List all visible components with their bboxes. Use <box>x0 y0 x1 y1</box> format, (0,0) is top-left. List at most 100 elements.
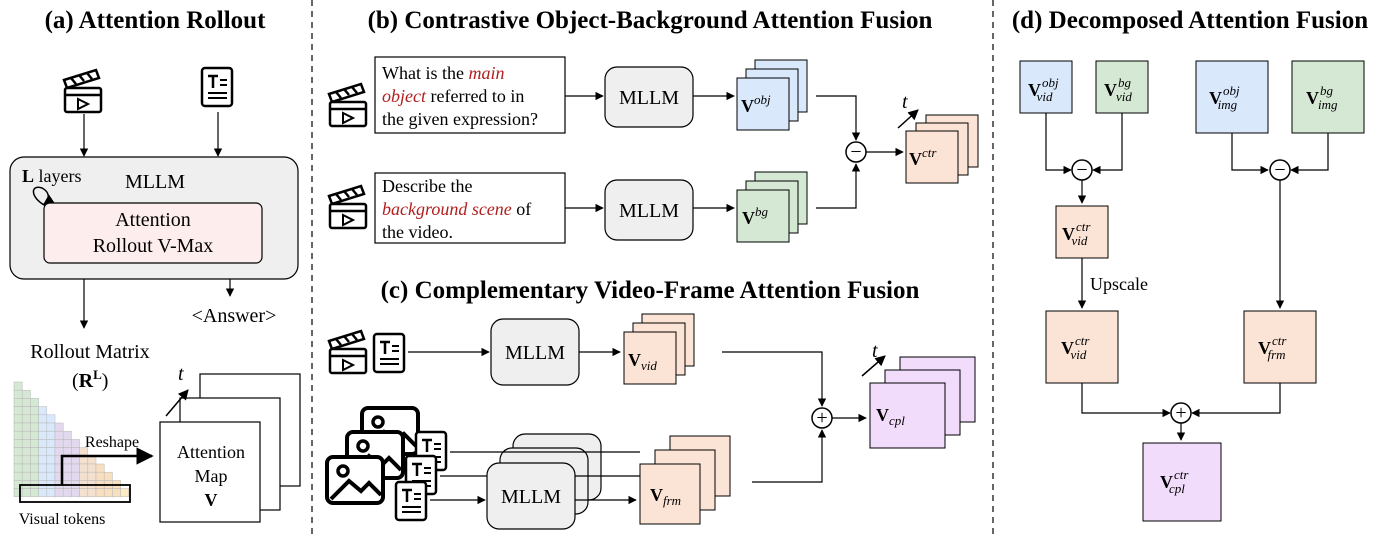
matrix-cell <box>95 463 105 473</box>
matrix-cell <box>62 430 72 440</box>
matrix-cell <box>38 422 48 432</box>
matrix-cell <box>54 422 64 432</box>
matrix-cell <box>62 463 72 473</box>
prompt-object-box <box>374 56 566 134</box>
matrix-cell <box>71 488 80 498</box>
d-minus-img-sign: − <box>1274 159 1285 181</box>
matrix-cell <box>87 463 97 473</box>
d-v-ctr-cpl-box <box>1142 442 1222 522</box>
t-axis-label-b: t <box>902 91 908 113</box>
matrix-cell <box>71 447 80 457</box>
v-cpl-label: Vcpl <box>876 405 905 428</box>
panel-c: (c) Complementary Video-Frame Attention … <box>325 277 976 530</box>
d-minus-vid-sign: − <box>1076 159 1087 181</box>
d-v-ctr-vid-box <box>1045 310 1119 384</box>
panel-b: (b) Contrastive Object-Background Attent… <box>327 7 979 244</box>
matrix-cell <box>71 471 80 481</box>
map-line3: V <box>205 490 218 510</box>
v-bg-label: Vbg <box>742 204 769 228</box>
panel-b-title: (b) Contrastive Object-Background Attent… <box>368 7 933 34</box>
video-icon <box>62 68 103 114</box>
matrix-cell <box>46 422 56 432</box>
matrix-cell <box>103 471 113 481</box>
reshape-arrow <box>60 447 154 485</box>
v-obj-label: Vobj <box>741 92 771 116</box>
video-icon <box>327 184 368 230</box>
matrix-cell <box>54 439 64 448</box>
matrix-cell <box>46 414 56 424</box>
matrix-cell <box>30 455 39 465</box>
rollout-line1: Attention <box>115 209 191 231</box>
map-line2: Map <box>195 466 228 486</box>
matrix-cell <box>13 430 23 440</box>
v-obj-stack <box>736 77 790 131</box>
matrix-cell <box>87 488 97 498</box>
rollout-box <box>43 202 263 264</box>
matrix-cell <box>79 488 89 498</box>
matrix-label: Rollout Matrix <box>30 341 149 363</box>
matrix-cell <box>30 406 39 416</box>
matrix-cell <box>30 471 39 481</box>
prompt-background-line2: background scene of <box>382 199 531 219</box>
prompt-background-line1: Describe the <box>382 176 472 196</box>
d-v-ctr-frm-box <box>1243 310 1317 384</box>
matrix-cell <box>21 389 31 399</box>
prompt-background-line3: the video. <box>382 222 453 242</box>
visual-tokens-label: Visual tokens <box>19 511 106 528</box>
prompt-object-line1: What is the main <box>382 63 504 83</box>
v-vid-label: Vvid <box>628 350 657 373</box>
video-icon <box>327 82 368 128</box>
matrix-cell <box>21 455 31 465</box>
matrix-cell <box>13 447 23 457</box>
matrix-cell <box>103 488 113 498</box>
matrix-cell <box>13 455 23 465</box>
matrix-cell <box>13 439 23 448</box>
matrix-cell <box>62 488 72 498</box>
mllm-label-object: MLLM <box>619 87 679 109</box>
v-frm-label: Vfrm <box>650 485 681 508</box>
matrix-cell <box>95 471 105 481</box>
matrix-cell <box>30 488 39 498</box>
matrix-cell <box>30 398 39 407</box>
d-v-bg-vid-box <box>1095 60 1149 114</box>
matrix-cell <box>13 406 23 416</box>
mllm-box-object <box>604 66 694 128</box>
matrix-cell <box>62 471 72 481</box>
matrix-cell <box>21 414 31 424</box>
mllm-label-frame: MLLM <box>501 486 561 508</box>
matrix-cell <box>13 422 23 432</box>
panel-a: (a) Attention Rollout MLLM L layers Atte… <box>9 7 301 528</box>
matrix-cell <box>79 471 89 481</box>
matrix-cell <box>38 439 48 448</box>
matrix-cell <box>62 439 72 448</box>
matrix-cell <box>13 463 23 473</box>
mllm-box-background <box>604 179 694 241</box>
minus-sign: − <box>850 141 861 163</box>
matrix-cell <box>87 471 97 481</box>
matrix-cell <box>13 398 23 407</box>
matrix-cell <box>46 447 56 457</box>
mllm-label-background: MLLM <box>619 200 679 222</box>
prompt-object-line2: object referred to in <box>382 86 524 106</box>
upscale-label: Upscale <box>1090 274 1148 294</box>
matrix-cell <box>62 447 72 457</box>
matrix-cell <box>38 430 48 440</box>
matrix-cell <box>21 422 31 432</box>
prompt-background-box <box>374 172 566 244</box>
matrix-cell <box>95 488 105 498</box>
rollout-matrix-triangle <box>13 381 130 498</box>
matrix-cell <box>30 422 39 432</box>
matrix-cell <box>46 488 56 498</box>
matrix-cell <box>13 381 23 391</box>
mllm-label: MLLM <box>125 171 185 193</box>
reshape-label: Reshape <box>85 434 139 451</box>
layers-label: L layers <box>22 166 82 186</box>
matrix-cell <box>30 463 39 473</box>
v-cpl-stack <box>869 382 946 449</box>
